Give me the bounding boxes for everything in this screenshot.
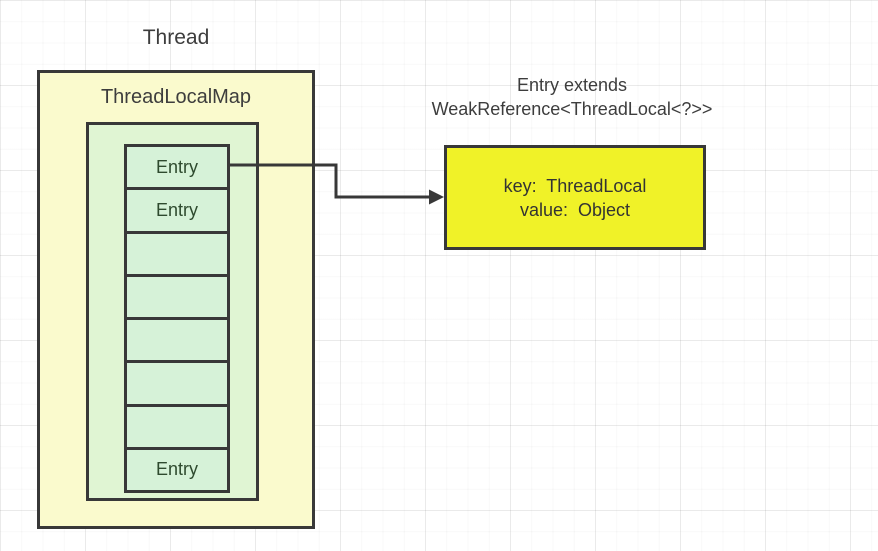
entry-detail-box: key: ThreadLocal value: Object	[444, 145, 706, 250]
entry-annotation: Entry extends WeakReference<ThreadLocal<…	[400, 73, 744, 121]
entry-row	[127, 360, 227, 403]
annotation-line-1: Entry extends	[516, 75, 628, 95]
entry-row	[127, 403, 227, 447]
entry-row	[127, 273, 227, 317]
detail-value-line: value: Object	[519, 199, 631, 220]
entry-table-container: Entry Entry Entry	[86, 122, 259, 501]
entry-row	[127, 317, 227, 360]
thread-box: ThreadLocalMap Entry Entry Entry	[37, 70, 315, 529]
entry-row: Entry	[155, 156, 198, 177]
entry-row: Entry	[127, 187, 227, 230]
threadlocalmap-label: ThreadLocalMap	[100, 86, 252, 108]
annotation-line-2: WeakReference<ThreadLocal<?>>	[431, 99, 713, 119]
entry-row	[127, 230, 227, 274]
detail-key-line: key: ThreadLocal	[503, 175, 647, 196]
right-arrowhead-icon	[429, 189, 444, 205]
entry-stack: Entry Entry Entry	[124, 144, 230, 493]
entry-row: Entry	[127, 446, 227, 490]
thread-label: Thread	[142, 26, 210, 49]
